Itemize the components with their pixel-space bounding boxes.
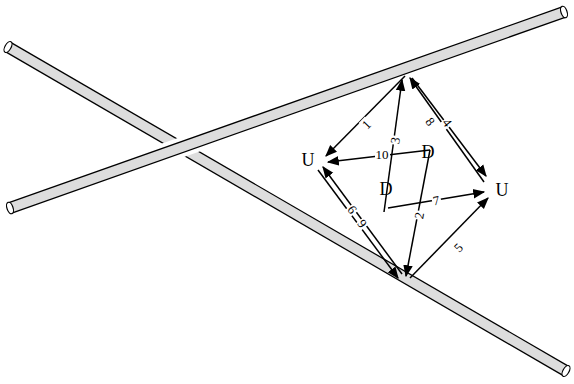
- point-label: D: [380, 180, 393, 198]
- callout-number: 5: [450, 239, 465, 254]
- callout-number: 3: [388, 135, 402, 146]
- point-label: U: [302, 151, 315, 169]
- lower-rod: [2, 40, 571, 377]
- arrows: [318, 76, 488, 278]
- callout-number: 10: [375, 148, 390, 161]
- upper-rod: [5, 5, 569, 214]
- callout-number: 2: [412, 210, 426, 221]
- callout-number: 7: [431, 193, 442, 207]
- callout-number: 8: [422, 114, 437, 129]
- point-label: D: [422, 143, 435, 161]
- callout-number: 1: [358, 116, 373, 131]
- point-label: U: [496, 181, 509, 199]
